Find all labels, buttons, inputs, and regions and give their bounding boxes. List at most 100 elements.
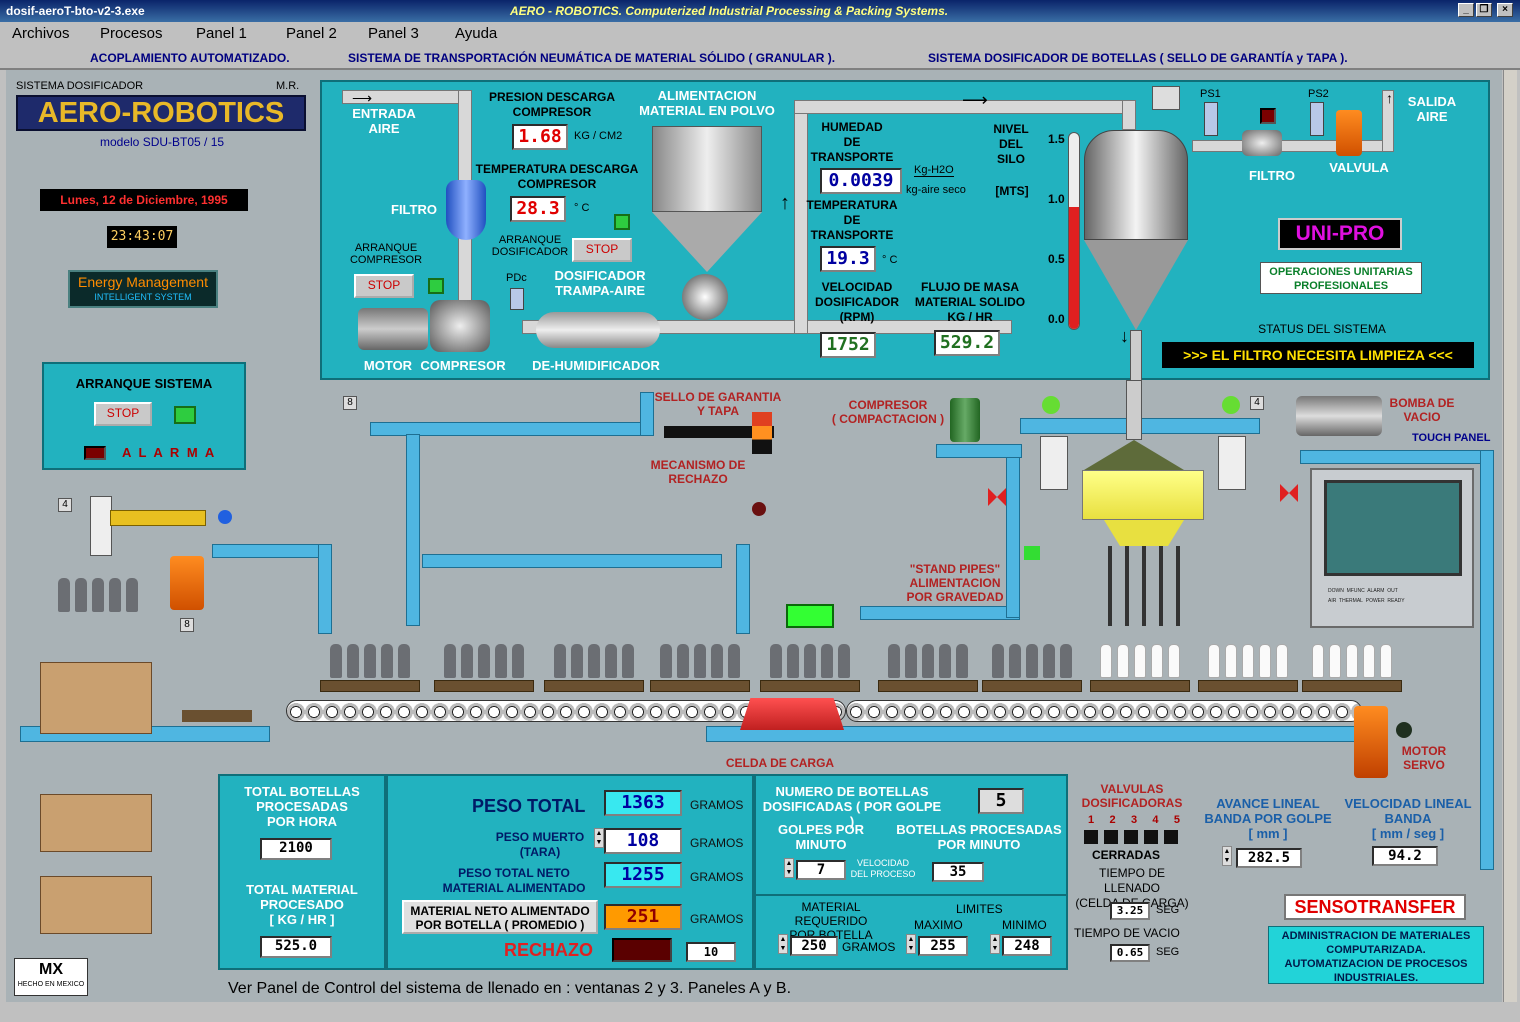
valvula-label: VALVULA — [1329, 160, 1389, 175]
time-display: 23:43:07 — [107, 226, 177, 248]
bottle — [605, 644, 617, 678]
filtro-label: FILTRO — [391, 202, 437, 217]
status-message: >>> EL FILTRO NECESITA LIMPIEZA <<< — [1162, 342, 1474, 368]
arranque-dosificador-label: ARRANQUE DOSIFICADOR — [491, 234, 569, 258]
peso-neto-unit: GRAMOS — [690, 870, 744, 884]
maximo-stepper[interactable]: ▲▼ — [906, 934, 916, 954]
stand-pipes-label: "STAND PIPES" ALIMENTACION POR GRAVEDAD — [906, 562, 1004, 604]
peso-muerto-stepper[interactable]: ▲▼ — [594, 828, 604, 848]
ps1-sensor-icon — [1204, 102, 1218, 136]
frame-post-d — [736, 544, 750, 634]
nivel-unit: [MTS] — [995, 184, 1029, 198]
humedad-label: HUMEDAD DE TRANSPORTE — [810, 120, 894, 164]
silo-outlet-pipe — [1130, 330, 1142, 382]
bottle — [728, 644, 740, 678]
bottle — [888, 644, 900, 678]
tp-label-out: OUT — [1387, 588, 1398, 594]
promedio-label: MATERIAL NETO ALIMENTADO POR BOTELLA ( P… — [402, 900, 598, 934]
filler-led-right — [1222, 396, 1240, 414]
bottle — [92, 578, 104, 612]
rechazo-led — [612, 938, 672, 962]
golpes-stepper[interactable]: ▲▼ — [784, 858, 794, 878]
bottle — [1329, 644, 1341, 678]
requerido-stepper[interactable]: ▲▼ — [778, 934, 788, 954]
bottle — [677, 644, 689, 678]
tp-label-ready: READY — [1387, 598, 1405, 604]
silo-level-gauge — [1068, 132, 1080, 330]
motor-servo-label: MOTOR SERVO — [1401, 744, 1447, 772]
bottle — [1312, 644, 1324, 678]
peso-neto-value: 1255 — [604, 862, 682, 888]
dosifier-stop-button[interactable]: STOP — [572, 238, 632, 262]
touch-panel-screen[interactable] — [1324, 480, 1462, 576]
peso-neto-label: PESO TOTAL NETO MATERIAL ALIMENTADO — [442, 866, 586, 895]
window-title: dosif-aeroT-bto-v2-3.exe — [6, 4, 145, 18]
bph-label: TOTAL BOTELLAS PROCESADAS POR HORA — [244, 784, 360, 829]
limites-label: LIMITES — [956, 902, 1003, 916]
compressor-stop-button[interactable]: STOP — [354, 274, 414, 298]
menu-ayuda[interactable]: Ayuda — [455, 25, 498, 42]
maximize-button[interactable]: ❐ — [1476, 3, 1492, 17]
filler-cone-icon — [1104, 520, 1184, 546]
menu-archivos[interactable]: Archivos — [12, 25, 70, 42]
peso-total-unit: GRAMOS — [690, 798, 744, 812]
stand-pipes-icon — [1108, 546, 1180, 626]
bottle — [444, 644, 456, 678]
presion-value: 1.68 — [512, 124, 568, 150]
vertical-scrollbar[interactable] — [1503, 70, 1517, 1002]
bottle — [1100, 644, 1112, 678]
menu-panel-2[interactable]: Panel 2 — [286, 25, 337, 42]
minimize-button[interactable]: _ — [1458, 3, 1474, 17]
bottle — [1242, 644, 1254, 678]
peso-muerto-label: PESO MUERTO (TARA) — [495, 830, 585, 859]
filler-cylinder-right — [1218, 436, 1246, 490]
rechazo-value: 10 — [686, 942, 736, 962]
presion-unit: KG / CM2 — [574, 130, 623, 142]
avance-label: AVANCE LINEAL BANDA POR GOLPE [ mm ] — [1204, 796, 1332, 841]
arrow-right-icon: ⟶ — [352, 90, 373, 106]
arranque-title: ARRANQUE SISTEMA — [75, 376, 213, 391]
system-stop-button[interactable]: STOP — [94, 402, 152, 426]
bottle — [364, 644, 376, 678]
botellas-minuto-value: 35 — [932, 862, 984, 882]
material-value: 525.0 — [260, 936, 332, 958]
bottle — [622, 644, 634, 678]
maximo-value: 255 — [918, 936, 968, 956]
nivel-tick-00: 0.0 — [1048, 312, 1065, 326]
celda-carga-label: CELDA DE CARGA — [725, 756, 835, 770]
window-subtitle: AERO - ROBOTICS. Computerized Industrial… — [510, 4, 949, 18]
frame-touch — [1300, 450, 1494, 464]
bottle — [512, 644, 524, 678]
frame-right-post — [1480, 450, 1494, 870]
valve-right-icon — [1280, 484, 1298, 502]
requerido-unit: GRAMOS — [842, 940, 896, 954]
menu-panel-1[interactable]: Panel 1 — [196, 25, 247, 42]
dehumidifier-icon — [536, 312, 660, 348]
minimo-stepper[interactable]: ▲▼ — [990, 934, 1000, 954]
mx-sub: HECHO EN MEXICO — [17, 981, 85, 988]
botellas-minuto-label: BOTELLAS PROCESADAS POR MINUTO — [896, 822, 1062, 852]
tp-label-air: AIR — [1328, 598, 1337, 604]
num-botellas-value: 5 — [978, 788, 1024, 814]
close-button[interactable]: × — [1497, 3, 1513, 17]
bottle — [1134, 644, 1146, 678]
filter-icon — [446, 180, 486, 240]
valve-num-1: 1 — [1088, 814, 1095, 826]
pallet — [878, 680, 978, 692]
avance-stepper[interactable]: ▲▼ — [1222, 846, 1232, 866]
frame-arm-left — [212, 544, 332, 558]
pick-robot-column — [90, 496, 112, 556]
velocidad-proceso-label: VELOCIDAD DEL PROCESO — [850, 858, 916, 879]
bottle — [956, 644, 968, 678]
menu-procesos[interactable]: Procesos — [100, 25, 163, 42]
menu-panel-3[interactable]: Panel 3 — [368, 25, 419, 42]
touch-panel-labels: DOWN MFUNC ALARM OUT AIR THERMAL POWER R… — [1328, 586, 1405, 606]
bomba-vacio-label: BOMBA DE VACIO — [1389, 396, 1455, 424]
sello-label: SELLO DE GARANTIA Y TAPA — [654, 390, 782, 418]
touch-panel[interactable]: DOWN MFUNC ALARM OUT AIR THERMAL POWER R… — [1310, 468, 1474, 628]
promedio-unit: GRAMOS — [690, 912, 744, 926]
nivel-label: NIVEL DEL SILO — [993, 122, 1029, 166]
frame-mid — [422, 554, 722, 568]
section-neumatica: SISTEMA DE TRANSPORTACIÓN NEUMÁTICA DE M… — [348, 51, 836, 65]
bottle — [1151, 644, 1163, 678]
